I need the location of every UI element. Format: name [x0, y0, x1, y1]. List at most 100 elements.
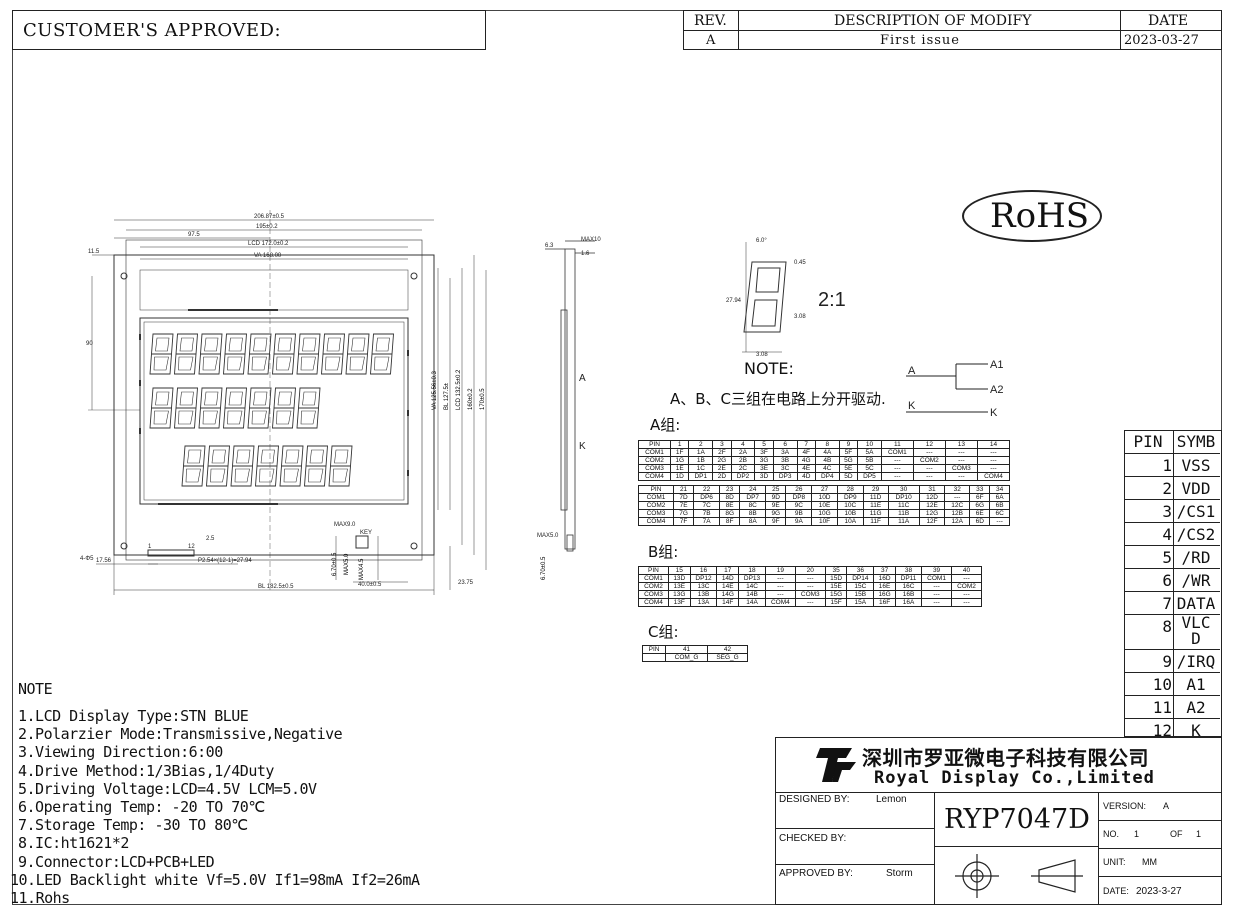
group-a-table-2-cell: 6E: [969, 509, 991, 518]
group-a-table-1-cell: 4D: [796, 472, 816, 481]
pin-row: 5/RD: [1124, 545, 1220, 569]
segment-digit-inner: [276, 391, 292, 425]
group-a-table-1-cell: DP4: [814, 472, 840, 481]
segment-digit: [304, 445, 328, 487]
segment-digit-inner: [234, 449, 251, 483]
segment-digit: [174, 333, 198, 375]
digit-dim-width: 3.08: [794, 314, 806, 320]
group-a-table-2-cell: 28: [836, 485, 864, 494]
group-b-table-cell: ---: [794, 582, 826, 591]
segment-digit-inner: [251, 391, 268, 425]
group-a-table-2-cell: DP8: [785, 493, 813, 502]
designed-by-label: DESIGNED BY:: [779, 794, 850, 805]
group-a-table-1-cell: COM3: [944, 464, 978, 473]
right-dimension-label: LCD 132.5±0.2: [456, 369, 462, 410]
group-a-table-1-cell: 4E: [796, 464, 816, 473]
group-a-table-1-cell: 1A: [688, 448, 714, 457]
wiring-note-text: A、B、C三组在电路上分开驱动.: [670, 390, 886, 408]
dim-90: 90: [86, 341, 93, 347]
group-b-table-cell: 35: [824, 566, 848, 575]
group-b-table-cell: 14A: [738, 598, 766, 607]
group-b-table-cell: 13D: [667, 574, 691, 583]
group-b-table-cell: ---: [794, 574, 826, 583]
group-a-table-2-cell: 27: [811, 485, 838, 494]
right-dimension-label: VA 125.56±0.3: [432, 370, 438, 410]
group-a-table-1-cell: ---: [912, 464, 946, 473]
group-b-table-cell: 14E: [716, 582, 740, 591]
group-a-table-1-cell: ---: [912, 448, 946, 457]
group-a-table-2-cell: 7G: [672, 509, 695, 518]
group-b-table-cell: 13B: [689, 590, 718, 599]
segment-digit: [272, 387, 296, 429]
group-b-table-cell: 36: [846, 566, 875, 575]
group-a-table-2-cell: 10F: [811, 517, 838, 526]
group-a-table-2-cell: 7A: [693, 517, 721, 526]
group-a-table-2-cell: 10D: [811, 493, 838, 502]
group-a-table-2-cell: 9A: [785, 517, 813, 526]
group-a-table-2-cell: PIN: [638, 485, 674, 494]
group-a-table-1-cell: 5D: [838, 472, 859, 481]
segment-digit: [230, 445, 255, 487]
dim-bl: BL 182.5±0.5: [258, 584, 294, 590]
dim-lcd: LCD 172.0±0.2: [248, 241, 289, 247]
segment-digit-inner: [332, 449, 349, 483]
group-b-table-cell: DP13: [738, 574, 766, 583]
group-a-table-2-cell: 9G: [765, 509, 787, 518]
digit-dim-045: 0.45: [794, 260, 806, 266]
group-a-table-2-cell: 9D: [765, 493, 787, 502]
segment-digit-inner: [276, 337, 292, 371]
group-a-table-1-cell: 1B: [688, 456, 714, 465]
group-a-table-1-cell: 13: [944, 440, 978, 449]
group-c-table-cell: [641, 653, 667, 662]
group-a-table-1-cell: 3G: [754, 456, 774, 465]
group-c-table-cell: 41: [665, 645, 709, 654]
group-a-table-1-cell: 11: [880, 440, 914, 449]
group-b-table-cell: 19: [764, 566, 796, 575]
group-a-table-1-cell: 4C: [814, 464, 840, 473]
group-b-table-cell: DP14: [846, 574, 875, 583]
pin-number: 1: [1162, 456, 1172, 475]
side-dim-6-3: 6.3: [545, 243, 554, 249]
version-value: A: [1163, 801, 1170, 811]
group-b-table-cell: 16B: [894, 590, 923, 599]
group-a-table-2-cell: 34: [989, 485, 1010, 494]
group-a-table-1-cell: DP3: [772, 472, 798, 481]
right-dimension-label: 170±0.5: [480, 388, 486, 410]
group-a-table-2-cell: COM2: [638, 501, 674, 510]
group-a-table-1-cell: 10: [857, 440, 882, 449]
group-a-table-2-cell: 8G: [719, 509, 741, 518]
group-a-table-1-cell: ---: [976, 448, 1011, 457]
group-b-table-cell: COM3: [638, 590, 669, 599]
dim-11-5: 11.5: [88, 249, 100, 255]
note-line: 4.Drive Method:1/3Bias,1/4Duty: [18, 761, 274, 780]
notes-title: NOTE: [18, 680, 53, 698]
group-a-table-1-cell: COM2: [912, 456, 946, 465]
date-value: 2023-03-27: [1124, 33, 1199, 48]
group-a-table-2-cell: 12E: [918, 501, 946, 510]
group-a-table-1-cell: 2F: [712, 448, 732, 457]
group-a-table-1-cell: 3A: [772, 448, 798, 457]
group-b-label: B组:: [648, 543, 679, 561]
segment-digit: [328, 445, 353, 487]
pin-number: 11: [1152, 698, 1172, 717]
group-b-table-cell: 20: [794, 566, 826, 575]
group-a-table-2-cell: 6A: [989, 493, 1010, 502]
group-c-table-cell: 42: [707, 645, 748, 654]
group-a-table-2-cell: DP6: [693, 493, 721, 502]
dim-max4-5: MAX4.5: [359, 558, 365, 580]
group-a-table-1-cell: COM1: [637, 448, 672, 457]
segment-digit: [345, 333, 370, 375]
group-a-table-2-cell: DP9: [836, 493, 864, 502]
note-line: 8.IC:ht1621*2: [18, 834, 129, 853]
group-b-table-cell: ---: [921, 598, 953, 607]
group-a-table-1-cell: 4A: [814, 448, 840, 457]
group-a-table-1-cell: 4G: [796, 456, 816, 465]
group-a-table-1-cell: 2: [688, 440, 714, 449]
group-b-table-cell: COM4: [764, 598, 796, 607]
group-a-table-2-cell: 9F: [765, 517, 787, 526]
